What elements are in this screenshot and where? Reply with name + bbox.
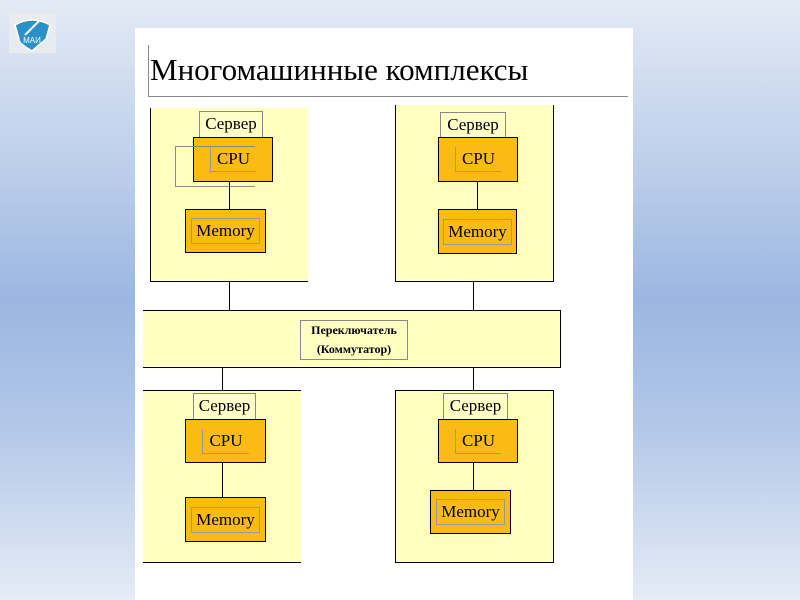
cpu-label: CPU xyxy=(454,147,502,172)
svg-text:МАИ: МАИ xyxy=(23,36,41,45)
connector xyxy=(473,463,474,490)
server-label: Сервер xyxy=(440,112,506,137)
cpu-block: CPU xyxy=(185,419,266,463)
connector xyxy=(229,182,230,209)
server-label: Сервер xyxy=(199,111,263,137)
cpu-block: CPU xyxy=(438,137,518,182)
cpu-label: CPU xyxy=(209,147,257,172)
memory-label: Memory xyxy=(436,499,505,525)
memory-label: Memory xyxy=(191,218,260,244)
memory-block: Memory xyxy=(430,490,511,534)
memory-block: Memory xyxy=(185,497,266,542)
connector xyxy=(473,281,474,310)
switch-subname: (Коммутатор) xyxy=(316,342,392,356)
selection-outline xyxy=(175,146,255,187)
connector xyxy=(222,463,223,497)
cpu-label: CPU xyxy=(454,428,502,454)
title-divider xyxy=(148,45,149,97)
switch-name: Переключатель xyxy=(311,323,397,337)
memory-block: Memory xyxy=(185,209,266,253)
server-label: Сервер xyxy=(193,393,256,419)
server-label: Сервер xyxy=(443,393,508,419)
mai-logo: МАИ xyxy=(9,13,56,53)
memory-label: Memory xyxy=(191,506,260,533)
memory-block: Memory xyxy=(438,209,517,254)
memory-label: Memory xyxy=(443,218,512,245)
connector xyxy=(477,182,478,209)
slide-title: Многомашинные комплексы xyxy=(150,52,529,87)
connector xyxy=(222,368,223,390)
switch-block xyxy=(143,310,561,368)
cpu-block: CPU xyxy=(438,419,518,463)
title-divider xyxy=(148,96,628,97)
connector xyxy=(473,368,474,390)
cpu-block: CPU xyxy=(193,137,273,182)
connector xyxy=(229,281,230,310)
switch-label: Переключатель (Коммутатор) xyxy=(300,320,408,360)
cpu-label: CPU xyxy=(202,428,249,454)
